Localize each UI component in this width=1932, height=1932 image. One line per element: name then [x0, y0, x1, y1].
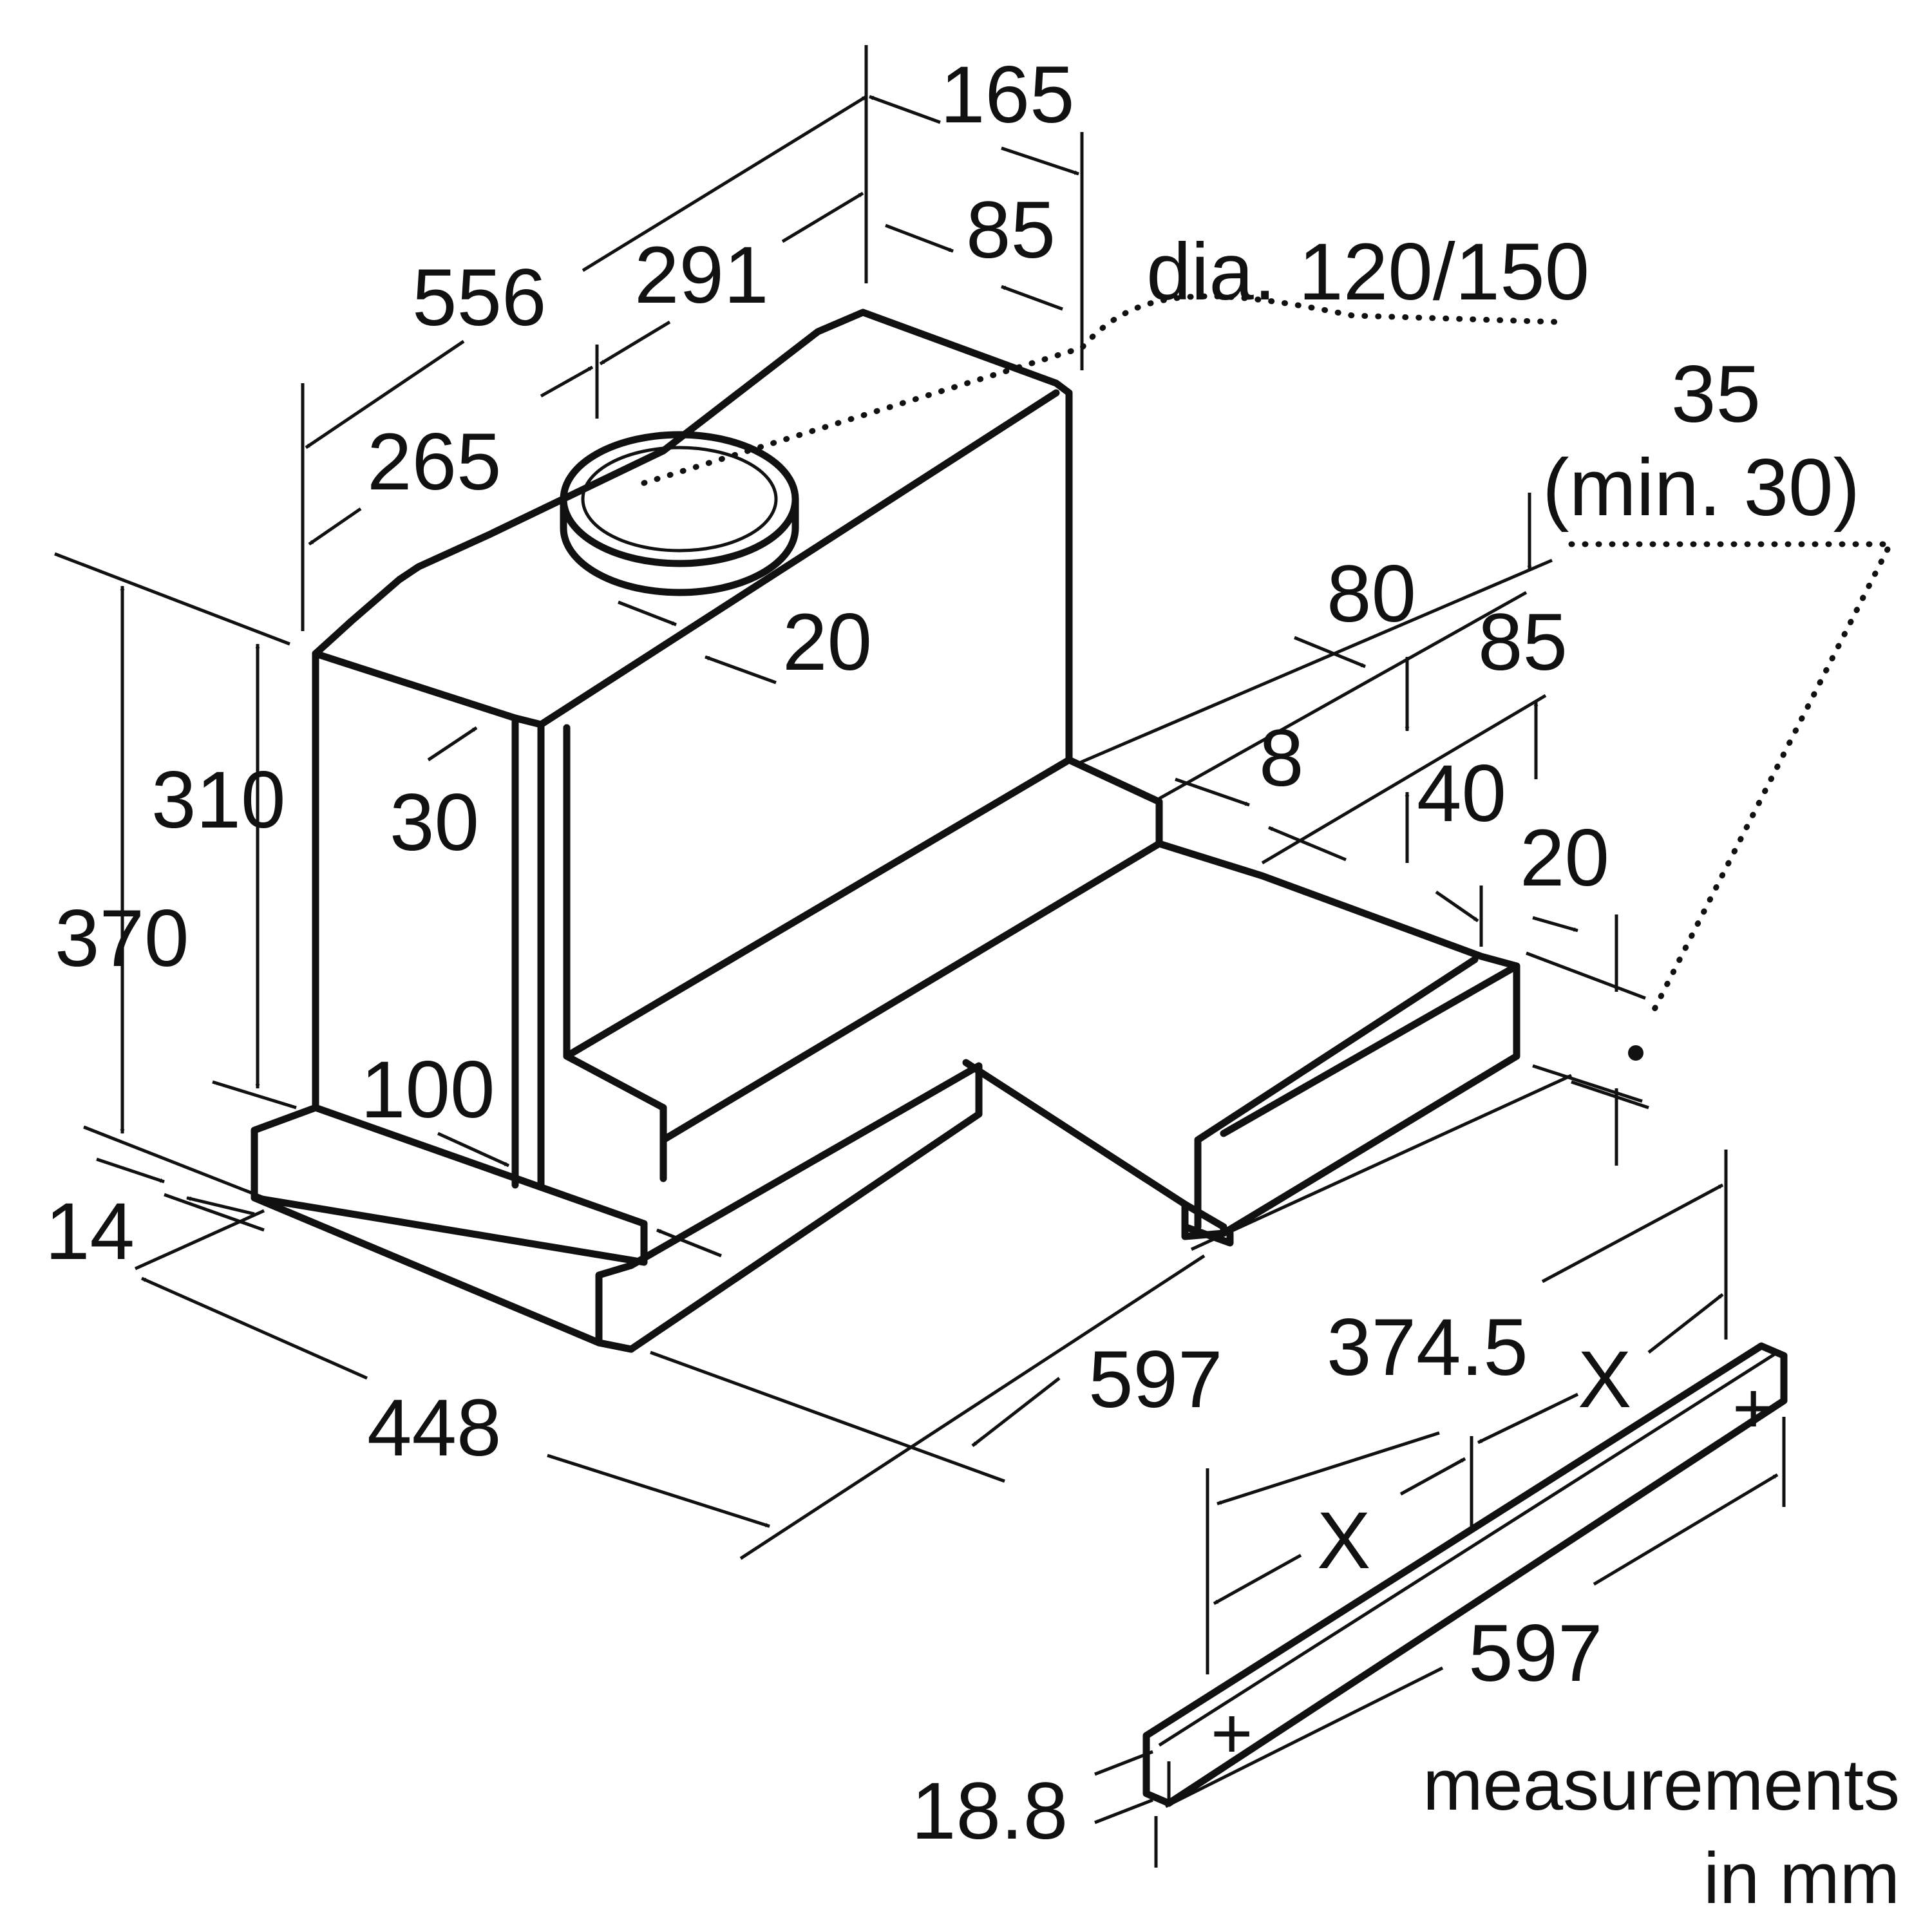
- label-80: 80: [1327, 549, 1416, 639]
- hood-base-plate: [251, 1104, 648, 1266]
- label-measurements: measurements: [1423, 1745, 1900, 1825]
- hood-base-bottom: [251, 1194, 635, 1353]
- hood-inner-shelf: [563, 756, 1163, 1144]
- dimension-lines: [54, 45, 1895, 1560]
- label-165: 165: [940, 50, 1075, 140]
- label-x-left: X: [1317, 1496, 1370, 1586]
- label-dia: dia. 120/150: [1146, 227, 1589, 317]
- label-14: 14: [45, 1187, 135, 1276]
- hood-upper-box: [312, 308, 1073, 764]
- label-291: 291: [634, 231, 769, 320]
- label-in-mm: in mm: [1703, 1838, 1900, 1918]
- label-30: 30: [390, 778, 479, 867]
- label-x-right: X: [1578, 1335, 1631, 1425]
- label-597-front: 597: [1088, 1335, 1223, 1425]
- duct-ring-side: [560, 495, 799, 596]
- screw-mark-left: +: [1211, 1693, 1253, 1774]
- duct-ring-inner: [581, 446, 778, 553]
- hood-front-edge-top: [312, 389, 1060, 728]
- label-18-8: 18.8: [911, 1766, 1068, 1856]
- label-556: 556: [412, 253, 547, 343]
- label-374-5: 374.5: [1327, 1303, 1528, 1392]
- duct-ring-top: [560, 431, 799, 567]
- label-265: 265: [367, 417, 502, 507]
- label-8: 8: [1259, 714, 1304, 803]
- trim-bar: + +: [1094, 1150, 1788, 1868]
- label-310: 310: [151, 755, 286, 845]
- screw-mark-right: +: [1732, 1368, 1774, 1448]
- label-85-top: 85: [966, 185, 1056, 275]
- label-100: 100: [361, 1045, 495, 1135]
- hood-front-bar: [595, 1062, 983, 1353]
- label-448: 448: [367, 1383, 502, 1473]
- label-597-bar: 597: [1468, 1609, 1603, 1698]
- trim-bar-outline: [1142, 1342, 1788, 1807]
- dimension-labels: 165 85 556 291 dia. 120/150 265 35 (min.…: [45, 50, 1900, 1918]
- label-35: 35: [1671, 350, 1761, 439]
- hood-tray-side: [1194, 956, 1479, 1231]
- label-40: 40: [1417, 749, 1506, 838]
- label-85-right: 85: [1478, 598, 1567, 687]
- label-20-top: 20: [782, 598, 872, 687]
- hood-tray-front: [962, 962, 1520, 1240]
- duct-outlet: [560, 431, 799, 596]
- hood-front-frame: [511, 714, 667, 1189]
- label-20-right: 20: [1520, 813, 1609, 903]
- hood-body: [251, 308, 1520, 1353]
- label-370: 370: [55, 894, 189, 983]
- label-min-30: (min. 30): [1542, 443, 1860, 533]
